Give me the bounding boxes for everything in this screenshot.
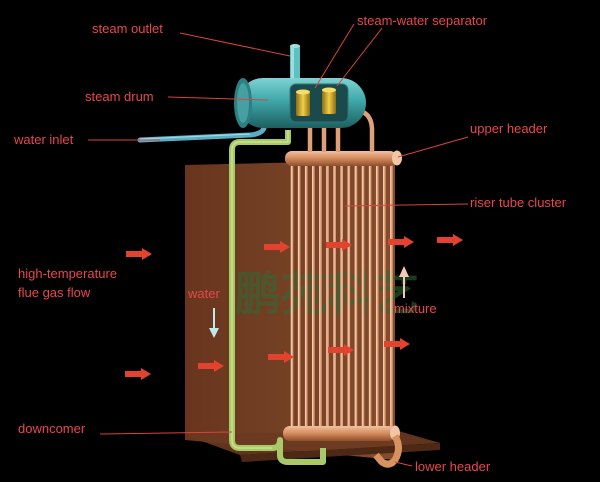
steam-water-separators <box>296 87 336 116</box>
lower-header <box>283 425 402 468</box>
water-inlet-pipe <box>137 119 269 143</box>
label-steam-water-separator: steam-water separator <box>357 13 488 28</box>
label-steam-outlet: steam outlet <box>92 21 163 36</box>
label-upper-header: upper header <box>470 121 548 136</box>
label-downcomer: downcomer <box>18 421 86 436</box>
flue-gas-arrow <box>264 241 290 253</box>
flue-gas-arrow <box>437 234 463 246</box>
label-flue-gas-line1: high-temperature <box>18 266 117 281</box>
flue-gas-arrow <box>384 338 410 350</box>
steam-outlet-pipe <box>290 44 300 86</box>
flue-gas-arrow <box>328 344 354 356</box>
label-steam-drum: steam drum <box>85 89 154 104</box>
riser-tubes <box>290 160 393 432</box>
flue-gas-arrow <box>125 368 151 380</box>
flue-gas-arrow <box>326 239 352 251</box>
label-mixture: mixture <box>394 301 437 316</box>
water-flow-arrow <box>209 308 219 338</box>
flue-gas-arrows <box>125 234 463 380</box>
flue-gas-arrow <box>126 248 152 260</box>
label-riser-tube-cluster: riser tube cluster <box>470 195 567 210</box>
label-water: water <box>187 286 220 301</box>
flue-gas-arrow <box>388 236 414 248</box>
label-flue-gas-line2: flue gas flow <box>18 285 91 300</box>
mixture-flow-arrow <box>399 266 409 298</box>
label-lower-header: lower header <box>415 459 491 474</box>
leader-lines <box>88 23 469 467</box>
flue-gas-arrow <box>198 360 224 372</box>
flue-gas-arrow <box>268 351 294 363</box>
label-water-inlet: water inlet <box>13 132 74 147</box>
upper-header <box>285 150 402 166</box>
furnace-floor-edge <box>240 443 440 462</box>
